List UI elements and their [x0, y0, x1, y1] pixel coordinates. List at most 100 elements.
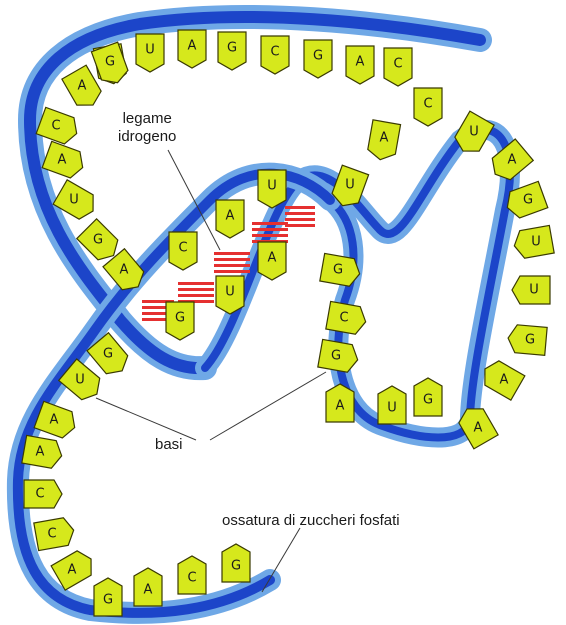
hydrogen-bond-stripe: [178, 294, 214, 297]
base-letter: A: [78, 79, 87, 94]
base-c: C: [178, 556, 206, 594]
base-g: G: [414, 378, 442, 416]
base-letter: A: [68, 563, 77, 578]
hydrogen-bond-stripe: [178, 282, 214, 285]
leader-line: [96, 398, 196, 440]
base-letter: A: [188, 39, 197, 54]
base-letter: U: [75, 373, 85, 388]
base-letter: G: [423, 393, 433, 408]
base-g: G: [318, 339, 360, 373]
base-letter: C: [339, 311, 348, 326]
base-letter: G: [103, 593, 113, 608]
base-u: U: [378, 386, 406, 424]
base-letter: U: [225, 285, 235, 300]
base-letter: G: [105, 55, 115, 70]
base-letter: C: [178, 241, 187, 256]
base-a: A: [178, 30, 206, 68]
base-letter: A: [58, 153, 67, 168]
base-c: C: [169, 232, 197, 270]
base-letter: G: [523, 193, 533, 208]
base-a: A: [366, 120, 400, 162]
base-letter: U: [69, 193, 79, 208]
hydrogen-bond-stripe: [285, 206, 315, 209]
hydrogen-bond-stripe: [285, 224, 315, 227]
base-u: U: [512, 225, 554, 259]
base-letter: U: [345, 178, 355, 193]
base-letter: C: [187, 571, 196, 586]
base-letter: A: [268, 251, 277, 266]
hydrogen-bond-label-line1: legame: [118, 110, 176, 128]
base-letter: U: [145, 43, 155, 58]
hydrogen-bond-label-line2: idrogeno: [118, 128, 176, 146]
backbone-label: ossatura di zuccheri fosfati: [222, 512, 400, 530]
hydrogen-bond-stripe: [285, 212, 315, 215]
base-g: G: [94, 578, 122, 616]
hydrogen-bond-stripe: [252, 222, 288, 225]
base-a: A: [346, 46, 374, 84]
hydrogen-bond-stripe: [252, 228, 288, 231]
bases-label: basi: [155, 436, 183, 454]
base-letter: G: [525, 333, 535, 348]
base-u: U: [512, 276, 550, 304]
base-letter: C: [47, 527, 56, 542]
base-letter: G: [93, 233, 103, 248]
base-letter: A: [336, 399, 345, 414]
base-letter: U: [529, 283, 539, 298]
base-letter: A: [356, 55, 365, 70]
base-letter: A: [50, 413, 59, 428]
base-a: A: [134, 568, 162, 606]
base-a: A: [326, 384, 354, 422]
hydrogen-bond-stripe: [214, 264, 250, 267]
hydrogen-bond-stripe: [285, 218, 315, 221]
base-g: G: [222, 544, 250, 582]
base-c: C: [24, 480, 62, 508]
leader-line: [262, 528, 300, 592]
base-g: G: [218, 32, 246, 70]
base-letter: G: [331, 349, 341, 364]
hydrogen-bond-stripe: [178, 288, 214, 291]
base-c: C: [261, 36, 289, 74]
base-letter: C: [270, 45, 279, 60]
base-c: C: [34, 516, 76, 550]
leader-line: [210, 372, 326, 440]
base-letter: G: [231, 559, 241, 574]
base-letter: C: [51, 119, 60, 134]
base-g: G: [91, 42, 130, 87]
base-c: C: [414, 88, 442, 126]
base-c: C: [384, 48, 412, 86]
base-letter: G: [175, 311, 185, 326]
base-a: A: [42, 141, 87, 180]
base-letter: G: [227, 41, 237, 56]
base-letter: A: [380, 131, 389, 146]
base-letter: A: [226, 209, 235, 224]
base-letter: A: [144, 583, 153, 598]
base-a: A: [258, 242, 286, 280]
base-letter: U: [387, 401, 397, 416]
base-letter: A: [508, 153, 517, 168]
hydrogen-bond-stripe: [214, 252, 250, 255]
base-letter: U: [469, 125, 479, 140]
base-letter: U: [531, 235, 541, 250]
base-g: G: [304, 40, 332, 78]
base-g: G: [507, 324, 547, 355]
hydrogen-bond-stripe: [252, 234, 288, 237]
base-letter: A: [474, 421, 483, 436]
base-c: C: [326, 301, 368, 335]
base-u: U: [216, 276, 244, 314]
base-letter: A: [500, 373, 509, 388]
base-letter: U: [267, 179, 277, 194]
hydrogen-bond-stripe: [214, 270, 250, 273]
base-letter: C: [423, 97, 432, 112]
base-letter: A: [36, 445, 45, 460]
base-u: U: [136, 34, 164, 72]
base-letter: G: [313, 49, 323, 64]
base-a: A: [34, 401, 79, 440]
base-letter: G: [333, 263, 343, 278]
hydrogen-bond-label: legame idrogeno: [118, 110, 176, 146]
base-letter: A: [120, 263, 129, 278]
base-u: U: [258, 170, 286, 208]
base-a: A: [22, 435, 64, 469]
base-a: A: [216, 200, 244, 238]
base-letter: C: [35, 487, 44, 502]
